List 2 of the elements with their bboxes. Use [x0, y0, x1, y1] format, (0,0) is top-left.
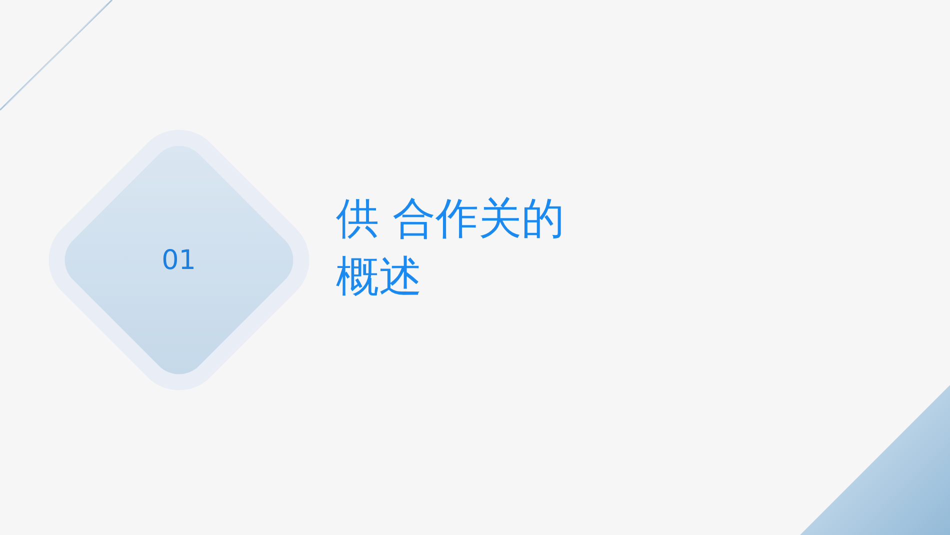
section-title: 供 合作关的概述: [336, 193, 566, 304]
section-number: 01: [162, 244, 196, 276]
